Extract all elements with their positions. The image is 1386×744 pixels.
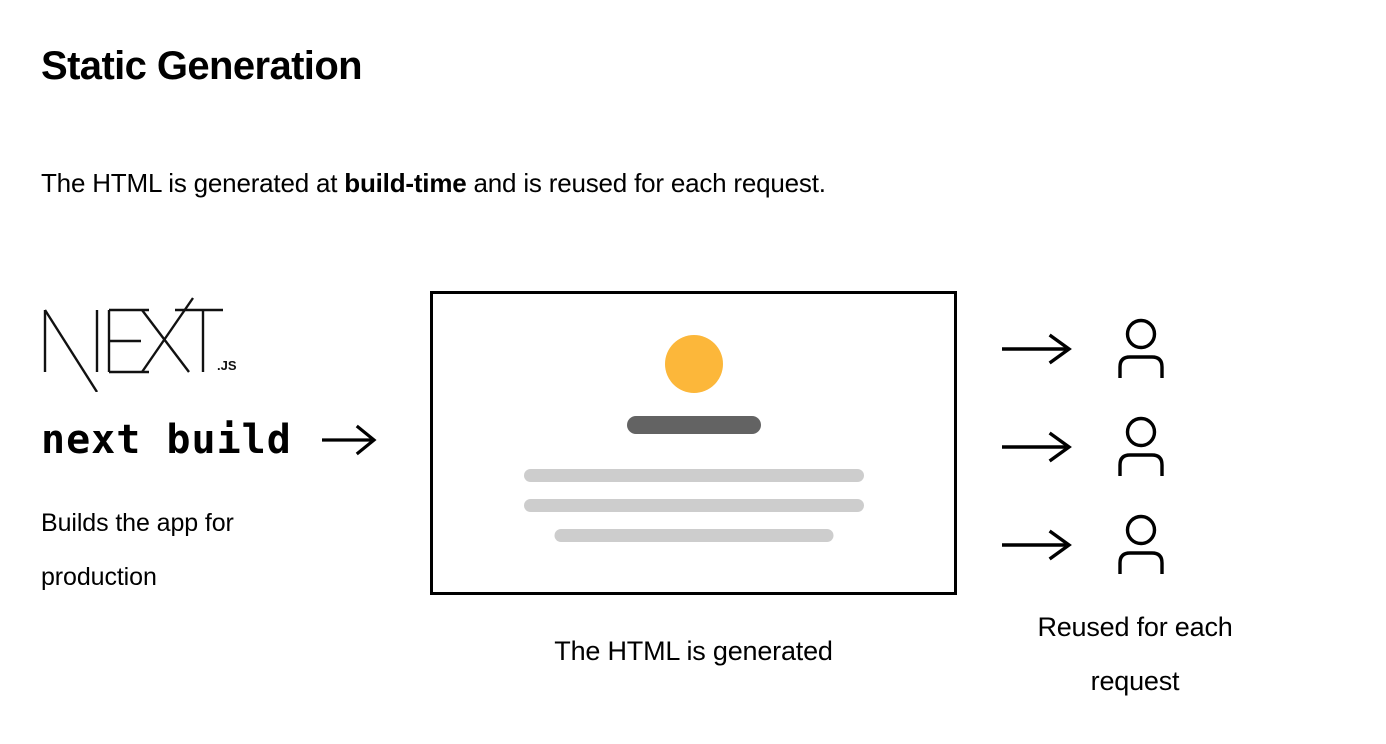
subtitle-text-after: and is reused for each request. — [466, 168, 826, 198]
arrow-right-icon — [1002, 431, 1072, 463]
request-row — [1000, 496, 1270, 594]
page-text-line — [523, 499, 864, 512]
requests-caption-line-2: request — [1090, 666, 1180, 696]
generated-html-page-content — [433, 294, 954, 592]
request-row — [1000, 398, 1270, 496]
nextjs-logo: .JS — [43, 297, 237, 392]
build-step-caption-line-2: production — [41, 563, 157, 591]
requests-caption: Reused for each request — [975, 600, 1295, 708]
page-heading-bar — [626, 416, 761, 434]
subtitle-text-before: The HTML is generated at — [41, 168, 345, 198]
generated-html-caption: The HTML is generated — [554, 636, 833, 666]
subtitle-emphasis: build-time — [344, 168, 467, 198]
arrow-right-icon — [321, 424, 377, 456]
request-row — [1000, 300, 1270, 398]
generated-html-page — [430, 291, 957, 595]
arrow-right-icon — [1002, 529, 1072, 561]
requests-column — [1000, 300, 1270, 594]
user-icon — [1118, 318, 1164, 378]
user-icon — [1118, 416, 1164, 476]
build-command-text: next build — [41, 417, 292, 463]
page-avatar-circle — [664, 335, 723, 393]
build-command-row: next build — [41, 410, 411, 470]
build-step-column: .JS next build Builds the app for produc… — [41, 288, 411, 604]
requests-caption-line-1: Reused for each — [1037, 612, 1233, 642]
page-subtitle: The HTML is generated at build-time and … — [41, 168, 826, 199]
build-step-caption-line-1: Builds the app for — [41, 509, 234, 537]
page-text-line — [523, 469, 864, 482]
user-icon — [1118, 514, 1164, 574]
build-step-caption: Builds the app for production — [41, 496, 341, 604]
nextjs-logo-suffix: .JS — [217, 358, 237, 373]
page-title: Static Generation — [41, 44, 363, 88]
page-text-line — [554, 529, 833, 542]
arrow-right-icon — [1002, 333, 1072, 365]
